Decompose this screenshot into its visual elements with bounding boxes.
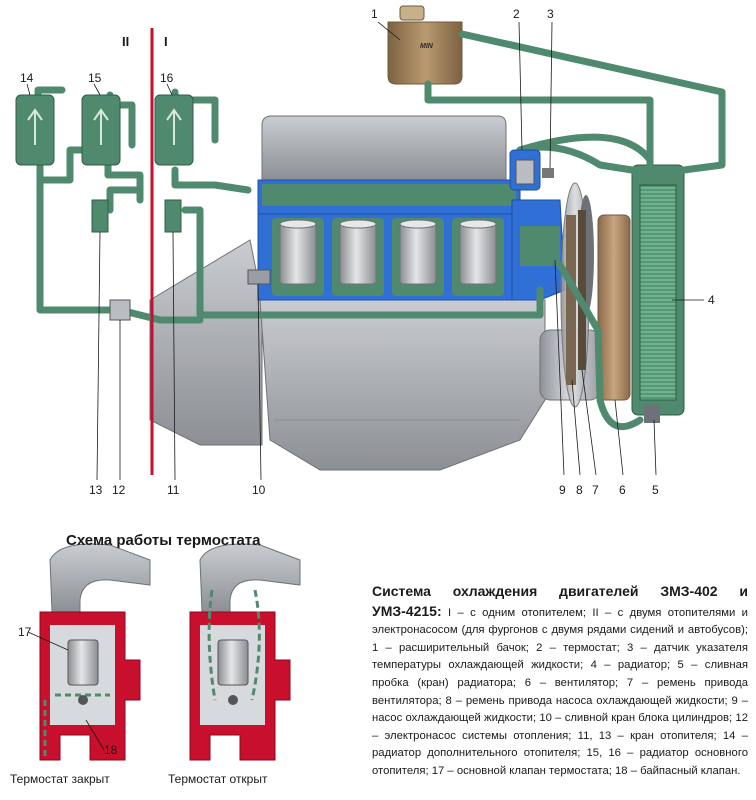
callout-5: 5 bbox=[652, 483, 659, 497]
radiator-drain-plug bbox=[644, 405, 660, 423]
heater-tap-11 bbox=[164, 199, 182, 233]
legend-title: Система охлаждения двигателей ЗМЗ-402 и … bbox=[372, 583, 748, 619]
thermostat-closed-cutaway bbox=[39, 543, 151, 761]
coolant-pipes bbox=[34, 30, 726, 431]
callout-9: 9 bbox=[559, 483, 566, 497]
roman-label-2: II bbox=[122, 34, 129, 49]
callout-1: 1 bbox=[371, 7, 378, 21]
leader-lines bbox=[26, 21, 704, 481]
thermostat bbox=[509, 149, 554, 191]
legend-body: I – с одним отопителем; II – с двумя ото… bbox=[372, 606, 748, 777]
cylinders bbox=[272, 218, 504, 296]
head-coolant-channel bbox=[262, 184, 516, 206]
temperature-sensor bbox=[542, 168, 554, 178]
heater-16 bbox=[154, 94, 194, 166]
callout-16: 16 bbox=[160, 71, 174, 85]
legend-text: Система охлаждения двигателей ЗМЗ-402 и … bbox=[372, 583, 748, 781]
callout-11: 11 bbox=[167, 483, 180, 497]
callout-12: 12 bbox=[112, 483, 126, 497]
callout-2: 2 bbox=[513, 7, 520, 21]
callout-4: 4 bbox=[708, 293, 715, 307]
callout-15: 15 bbox=[88, 71, 102, 85]
heater-14 bbox=[15, 94, 55, 166]
thermostat-closed-caption: Термостат закрыт bbox=[10, 772, 110, 786]
thermostat-open-cutaway bbox=[189, 543, 301, 761]
engine-block bbox=[149, 115, 631, 471]
heater-tap-13 bbox=[91, 199, 109, 233]
expansion-tank: MIN bbox=[387, 5, 463, 85]
tank-min-label: MIN bbox=[420, 43, 434, 50]
callout-14: 14 bbox=[20, 71, 34, 85]
callout-18: 18 bbox=[104, 743, 118, 757]
callout-13: 13 bbox=[89, 483, 103, 497]
fan-belt bbox=[566, 215, 576, 385]
callout-7: 7 bbox=[592, 483, 599, 497]
callout-3: 3 bbox=[547, 7, 554, 21]
radiator bbox=[631, 164, 685, 423]
electric-pump-12 bbox=[109, 299, 131, 321]
thermostat-scheme-title: Схема работы термостата bbox=[66, 532, 261, 549]
heater-15 bbox=[81, 94, 121, 166]
callout-6: 6 bbox=[619, 483, 626, 497]
callout-17: 17 bbox=[18, 625, 32, 639]
thermostat-open-caption: Термостат открыт bbox=[168, 772, 268, 786]
roman-label-1: I bbox=[164, 34, 168, 49]
pump-belt bbox=[578, 210, 586, 370]
callout-8: 8 bbox=[576, 483, 583, 497]
callout-10: 10 bbox=[252, 483, 266, 497]
fan bbox=[597, 214, 631, 401]
